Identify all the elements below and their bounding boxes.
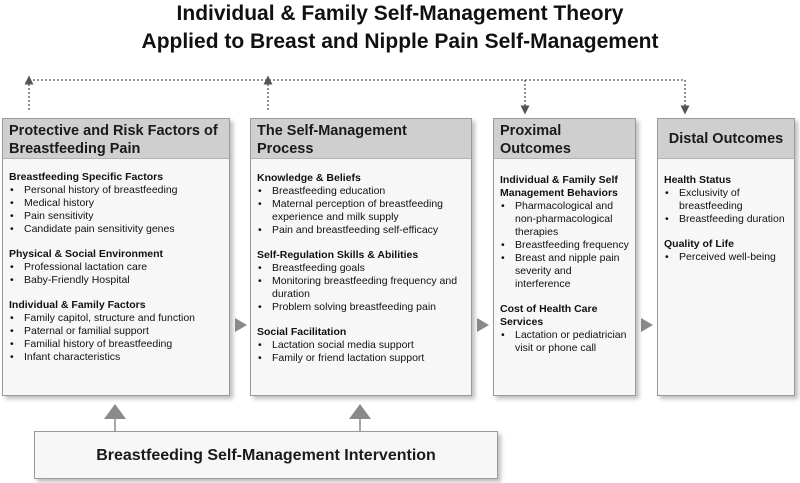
self-management-process-box: The Self-Management Process Knowledge & … bbox=[250, 118, 472, 396]
box-body: Health StatusExclusivity of breastfeedin… bbox=[658, 161, 794, 395]
intervention-arrow-head-left bbox=[104, 404, 126, 419]
list-item: Breastfeeding goals bbox=[257, 262, 465, 275]
list-item: Family capitol, structure and function bbox=[9, 312, 223, 325]
list-item: Pain sensitivity bbox=[9, 210, 223, 223]
section-title: Breastfeeding Specific Factors bbox=[9, 171, 164, 183]
section-list: Pharmacological and non-pharmacological … bbox=[500, 200, 629, 291]
box-header: Proximal Outcomes bbox=[494, 119, 635, 159]
list-item: Personal history of breastfeeding bbox=[9, 184, 223, 197]
box-header: The Self-Management Process bbox=[251, 119, 471, 159]
list-item: Pain and breastfeeding self-efficacy bbox=[257, 224, 465, 237]
section-title: Self-Regulation Skills & Abilities bbox=[257, 249, 419, 261]
section-list: Family capitol, structure and functionPa… bbox=[9, 312, 223, 364]
section-title: Cost of Health Care Services bbox=[500, 303, 598, 328]
list-item: Paternal or familial support bbox=[9, 325, 223, 338]
section-list: Breastfeeding educationMaternal percepti… bbox=[257, 185, 465, 237]
list-item: Medical history bbox=[9, 197, 223, 210]
list-item: Breastfeeding education bbox=[257, 185, 465, 198]
diagram-title-line-1: Individual & Family Self-Management Theo… bbox=[176, 2, 624, 25]
list-item: Familial history of breastfeeding bbox=[9, 338, 223, 351]
box-body: Individual & Family Self Management Beha… bbox=[494, 161, 635, 395]
section-title: Physical & Social Environment bbox=[9, 248, 164, 260]
section-title: Social Facilitation bbox=[257, 326, 347, 338]
list-item: Breastfeeding frequency bbox=[500, 239, 629, 252]
box-body: Breastfeeding Specific FactorsPersonal h… bbox=[3, 161, 229, 395]
box-body: Knowledge & BeliefsBreastfeeding educati… bbox=[251, 161, 471, 395]
box-header: Protective and Risk Factors of Breastfee… bbox=[3, 119, 229, 159]
section-list: Lactation social media supportFamily or … bbox=[257, 339, 465, 365]
section-title: Health Status bbox=[664, 174, 732, 186]
list-item: Perceived well-being bbox=[664, 251, 788, 264]
list-item: Breast and nipple pain severity and inte… bbox=[500, 252, 629, 291]
proximal-outcomes-box: Proximal Outcomes Individual & Family Se… bbox=[493, 118, 636, 396]
list-item: Baby-Friendly Hospital bbox=[9, 274, 223, 287]
section-title: Individual & Family Factors bbox=[9, 299, 146, 311]
list-item: Monitoring breastfeeding frequency and d… bbox=[257, 275, 465, 301]
list-item: Exclusivity of breastfeeding bbox=[664, 187, 788, 213]
section-title: Knowledge & Beliefs bbox=[257, 172, 361, 184]
list-item: Lactation social media support bbox=[257, 339, 465, 352]
protective-risk-factors-box: Protective and Risk Factors of Breastfee… bbox=[2, 118, 230, 396]
diagram-title-line-2: Applied to Breast and Nipple Pain Self-M… bbox=[141, 30, 659, 53]
list-item: Pharmacological and non-pharmacological … bbox=[500, 200, 629, 239]
list-item: Candidate pain sensitivity genes bbox=[9, 223, 223, 236]
distal-outcomes-box: Distal Outcomes Health StatusExclusivity… bbox=[657, 118, 795, 396]
section-list: Lactation or pediatrician visit or phone… bbox=[500, 329, 629, 355]
flow-arrow-process-to-proximal bbox=[477, 318, 489, 332]
section-list: Perceived well-being bbox=[664, 251, 788, 264]
section-list: Professional lactation careBaby-Friendly… bbox=[9, 261, 223, 287]
list-item: Breastfeeding duration bbox=[664, 213, 788, 226]
list-item: Professional lactation care bbox=[9, 261, 223, 274]
flow-arrow-proximal-to-distal bbox=[641, 318, 653, 332]
list-item: Family or friend lactation support bbox=[257, 352, 465, 365]
section-title: Individual & Family Self Management Beha… bbox=[500, 174, 618, 199]
intervention-arrow-head-right bbox=[349, 404, 371, 419]
flow-arrow-protective-to-process bbox=[235, 318, 247, 332]
list-item: Problem solving breastfeeding pain bbox=[257, 301, 465, 314]
list-item: Infant characteristics bbox=[9, 351, 223, 364]
box-header: Distal Outcomes bbox=[658, 119, 794, 159]
section-list: Personal history of breastfeedingMedical… bbox=[9, 184, 223, 236]
list-item: Maternal perception of breastfeeding exp… bbox=[257, 198, 465, 224]
section-list: Exclusivity of breastfeedingBreastfeedin… bbox=[664, 187, 788, 226]
list-item: Lactation or pediatrician visit or phone… bbox=[500, 329, 629, 355]
section-list: Breastfeeding goalsMonitoring breastfeed… bbox=[257, 262, 465, 314]
intervention-box: Breastfeeding Self-Management Interventi… bbox=[34, 431, 498, 479]
section-title: Quality of Life bbox=[664, 238, 735, 250]
